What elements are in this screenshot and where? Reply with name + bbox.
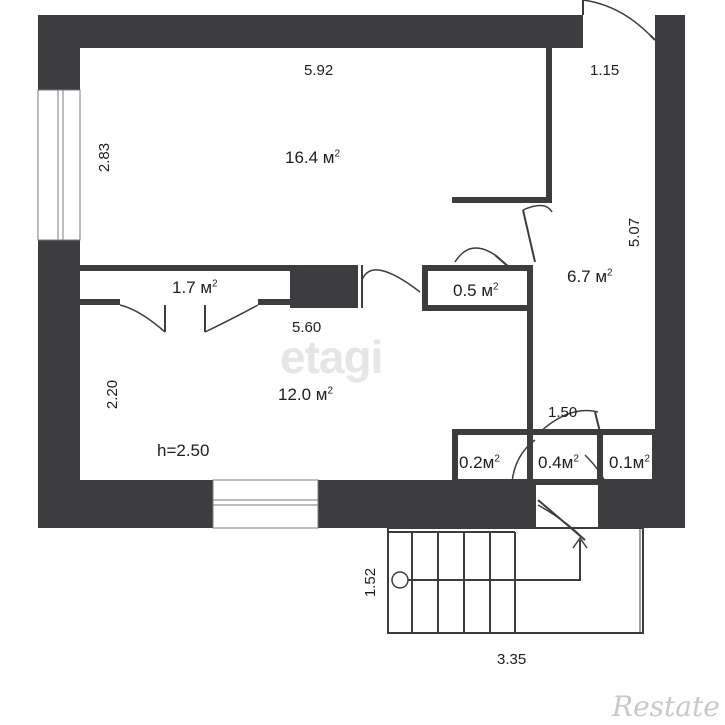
area-wc-left: 0.2м2 (459, 453, 500, 472)
dim-porch-height: 1.52 (362, 567, 380, 598)
wall-bottom-left (38, 480, 213, 528)
dim-room-top-height: 2.83 (96, 142, 114, 173)
area-closet: 0.5 м2 (453, 281, 499, 300)
dim-room-bottom-width: 5.60 (292, 319, 322, 336)
area-pantry: 1.7 м2 (172, 278, 218, 297)
dim-porch-width: 3.35 (497, 651, 527, 668)
window-left (37, 89, 81, 241)
dim-room-bottom-height: 2.20 (104, 379, 122, 410)
wall-right (655, 15, 685, 527)
ceiling-height: h=2.50 (157, 441, 210, 460)
dim-corridor-top: 1.15 (590, 62, 620, 79)
watermark: etagi (280, 331, 383, 383)
area-wc-mid: 0.4м2 (538, 453, 579, 472)
wall-bottom-mid (318, 480, 536, 528)
wall-block (290, 265, 358, 308)
wall-left-upper (38, 15, 80, 90)
area-room-top: 16.4 м2 (285, 148, 341, 167)
wc-walls (452, 429, 658, 485)
area-hall: 6.7 м2 (567, 267, 613, 286)
dim-room-top-width: 5.92 (304, 62, 334, 79)
wall-bottom-right (598, 480, 685, 528)
area-wc-right: 0.1м2 (609, 453, 650, 472)
window-bottom (212, 479, 319, 529)
dim-closets-width: 1.50 (548, 404, 578, 421)
wall-top-left (38, 15, 583, 48)
area-room-bottom: 12.0 м2 (278, 385, 334, 404)
restate-logo: Restate (612, 690, 720, 723)
dim-corridor-height: 5.07 (626, 217, 644, 248)
